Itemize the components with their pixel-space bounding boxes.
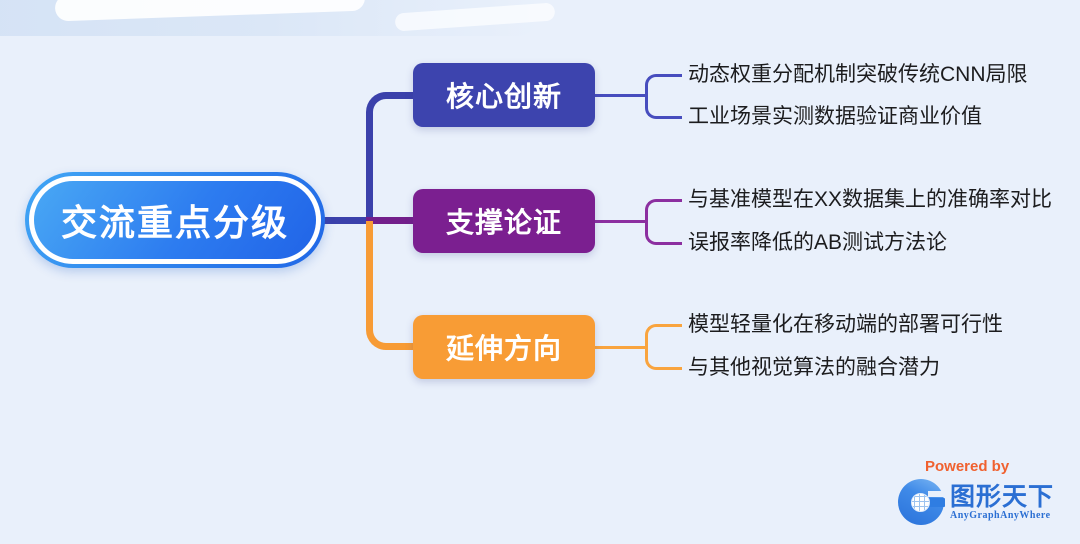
brand-g-logo-icon <box>898 479 945 525</box>
connector-branch-3 <box>366 221 413 350</box>
leaf-item: 动态权重分配机制突破传统CNN局限 <box>688 63 1028 86</box>
leaf-item: 工业场景实测数据验证商业价值 <box>688 105 982 128</box>
brand-g-logo-hub <box>911 493 930 512</box>
root-connector-stub <box>310 217 370 224</box>
branch-node-supporting-evidence: 支撑论证 <box>413 189 595 253</box>
leaf-connector-stub <box>595 346 648 349</box>
brand-g-logo-slot <box>928 491 945 497</box>
leaf-connector-stub <box>595 220 648 223</box>
brand-g-logo-bar <box>924 498 945 507</box>
branch-node-label: 延伸方向 <box>445 333 562 364</box>
powered-by-label: Powered by <box>925 458 1010 475</box>
root-node: 交流重点分级 <box>25 172 325 268</box>
branch-node-label: 核心创新 <box>445 81 562 112</box>
leaf-item: 与其他视觉算法的融合潜力 <box>688 356 940 379</box>
leaf-connector-bracket <box>645 74 682 119</box>
brand-text-column: 图形天下 AnyGraphAnyWhere <box>950 484 1054 521</box>
branch-node-core-innovation: 核心创新 <box>413 63 595 127</box>
leaf-connector-bracket <box>645 324 682 370</box>
branch-node-extension-direction: 延伸方向 <box>413 315 595 379</box>
leaf-connector-stub <box>595 94 648 97</box>
brand-row: 图形天下 AnyGraphAnyWhere <box>898 479 1076 525</box>
leaf-item: 与基准模型在XX数据集上的准确率对比 <box>688 188 1053 211</box>
connector-branch-1 <box>366 92 413 224</box>
brand-subtitle: AnyGraphAnyWhere <box>950 509 1051 521</box>
connector-branch-2 <box>366 217 413 224</box>
watermark: Powered by 图形天下 AnyGraphAnyWhere <box>898 458 1076 525</box>
leaf-item: 模型轻量化在移动端的部署可行性 <box>688 313 1003 336</box>
leaf-connector-bracket <box>645 199 682 245</box>
branch-node-label: 支撑论证 <box>445 207 562 238</box>
leaf-item: 误报率降低的AB测试方法论 <box>688 231 948 254</box>
root-node-inner: 交流重点分级 <box>29 176 321 264</box>
brand-name: 图形天下 <box>950 482 1055 511</box>
root-node-label: 交流重点分级 <box>60 202 289 243</box>
